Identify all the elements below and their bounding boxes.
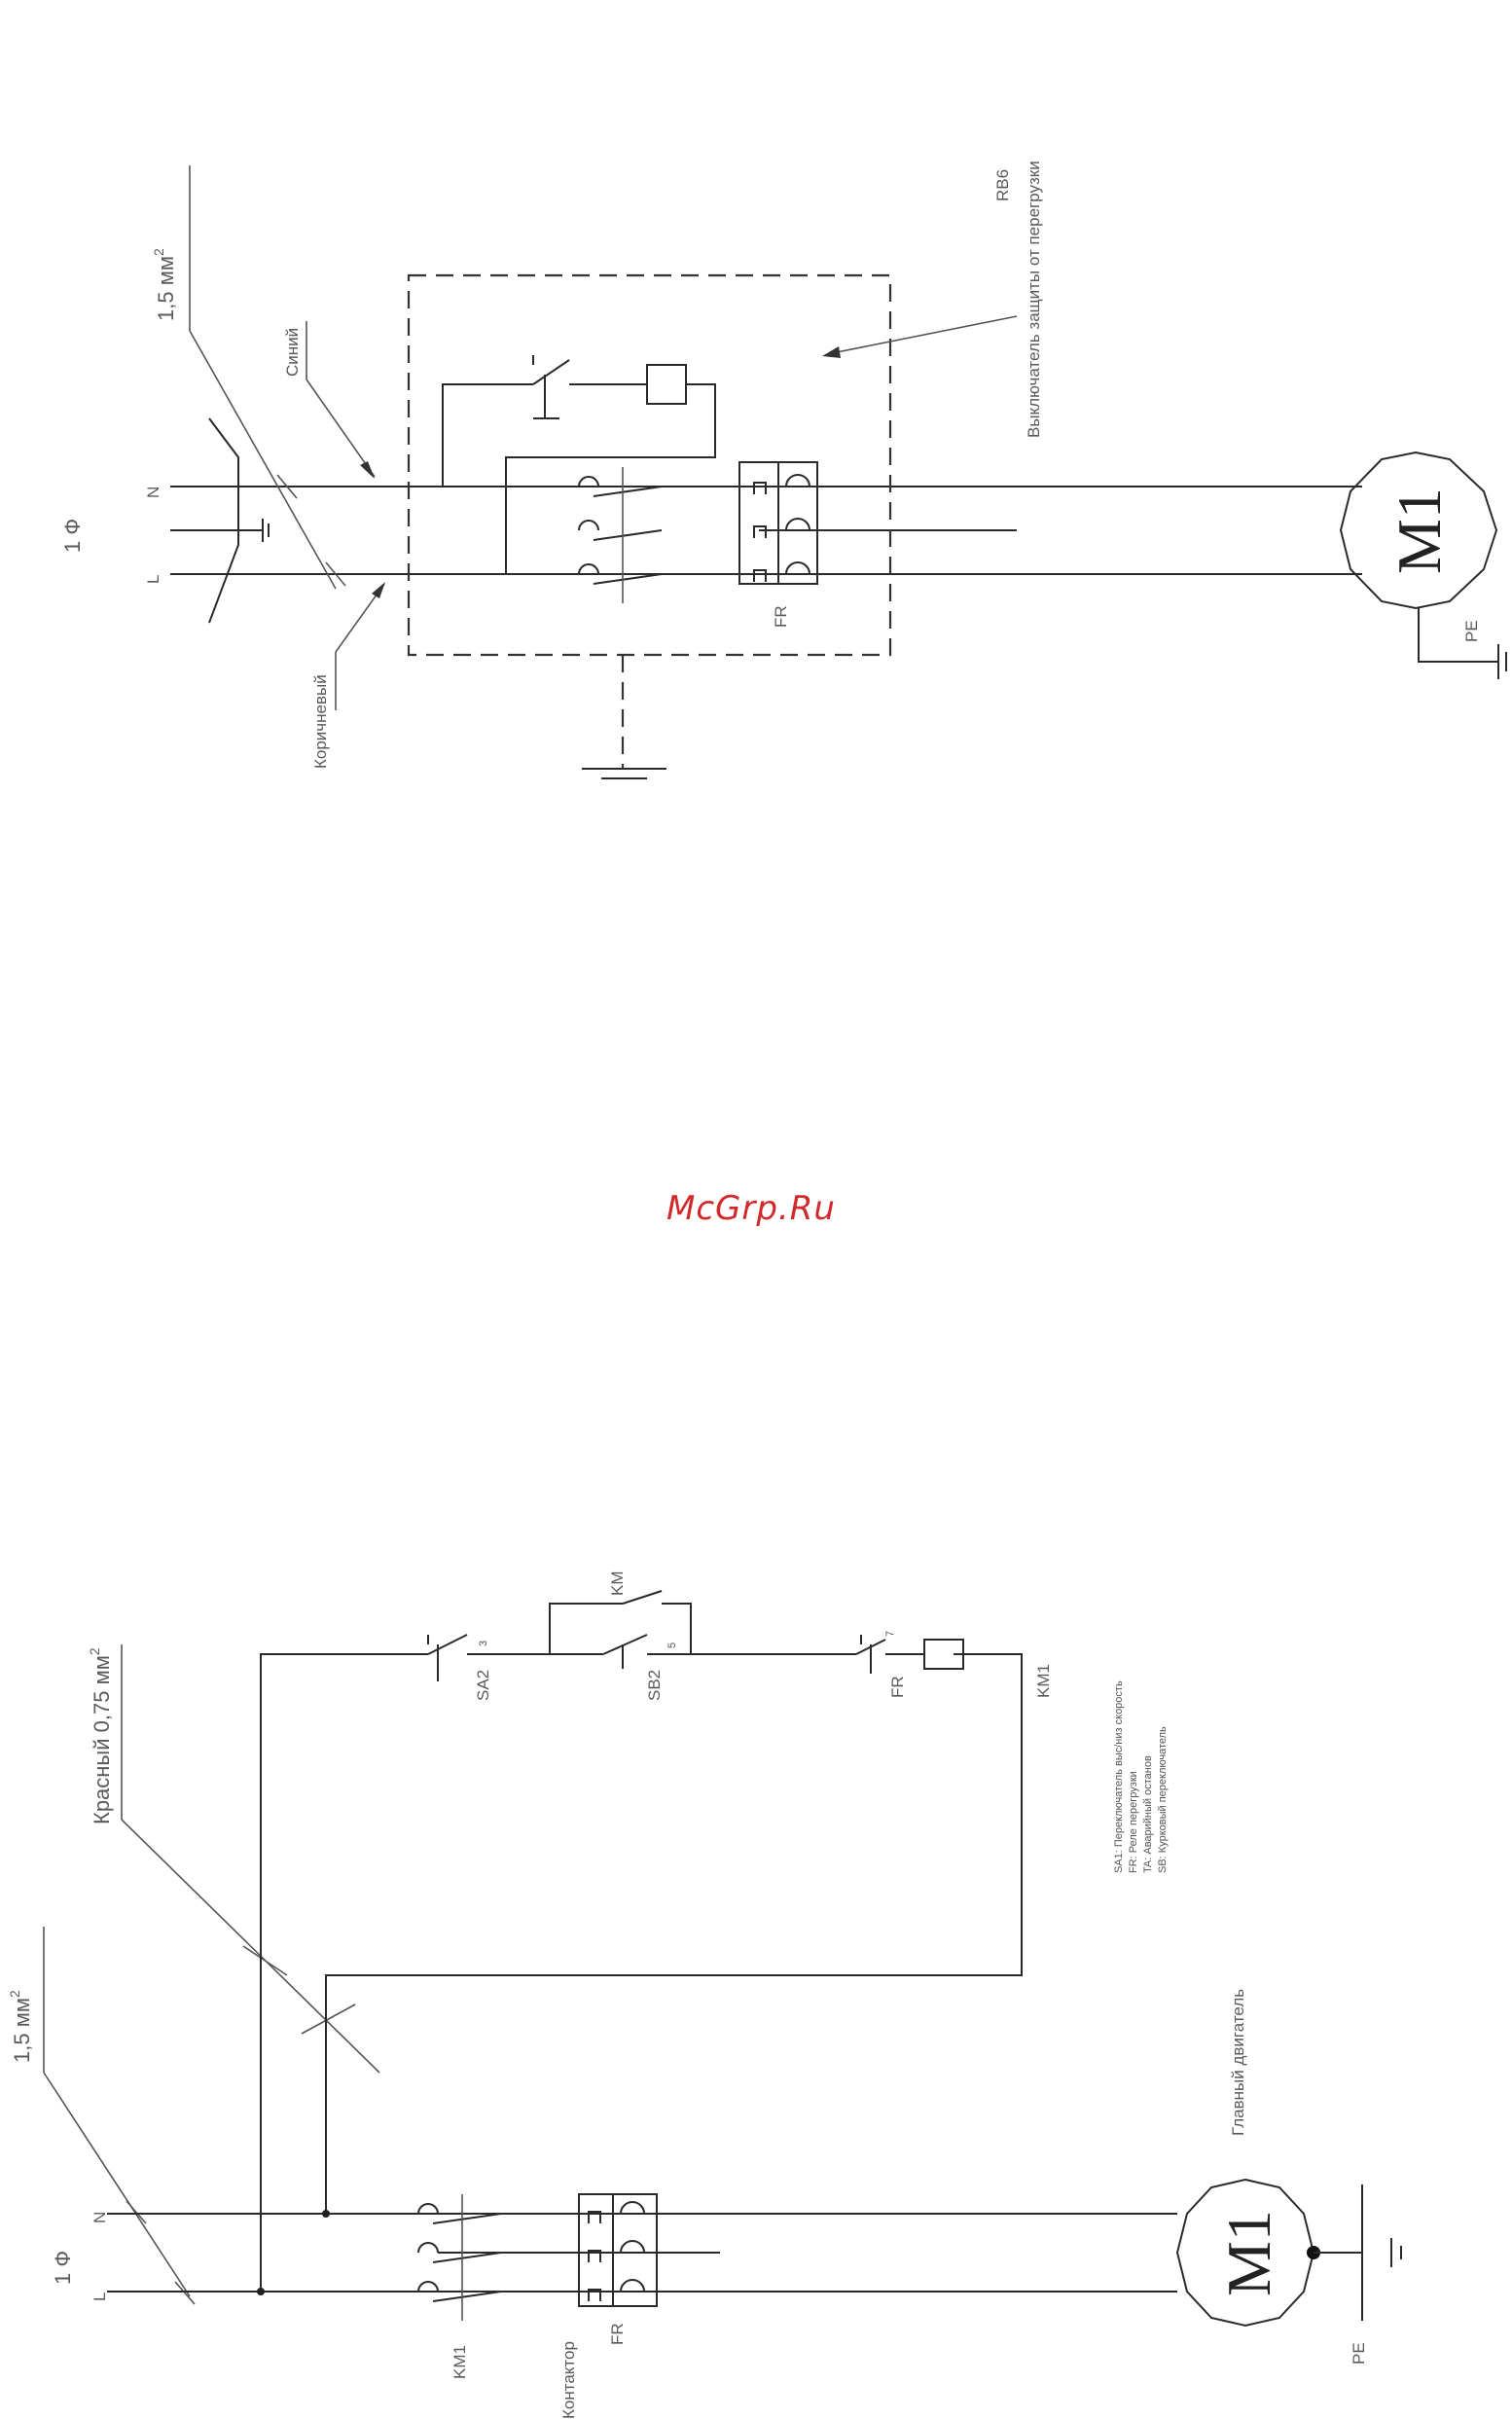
terminal-n-label: N: [90, 2212, 109, 2223]
fr-pin-label: 7: [884, 1631, 896, 1637]
sa2-pin-label: 3: [478, 1641, 489, 1646]
km-label: KM: [608, 1571, 627, 1597]
fr-label: FR: [888, 1676, 907, 1698]
diagram-contactor-control: M1 1 Ф N L 1,5 мм2 Красный 0,75 мм2 SA2 …: [7, 1571, 1401, 2419]
cable-section-label: 1,5 мм2: [7, 1990, 34, 2063]
km1-coil-label: KM1: [1034, 1664, 1053, 1698]
control-wire-label: Красный 0,75 мм2: [87, 1647, 114, 1824]
pe-label: PE: [1462, 620, 1481, 642]
legend-line: SB: Курковый переключатель: [1157, 1726, 1169, 1873]
thermal-relay-fr: [739, 462, 817, 584]
legend-line: TA: Аварийный останов: [1142, 1755, 1154, 1873]
terminal-l-label: L: [90, 2293, 109, 2301]
watermark: McGrp.Ru: [666, 1189, 836, 1228]
contactor-label: Контактор: [559, 2341, 578, 2419]
legend-line: FR: Реле перегрузки: [1128, 1771, 1139, 1873]
thermal-relay-fr: [579, 2194, 657, 2306]
terminal-n-label: N: [144, 487, 162, 498]
km1-label: KM1: [450, 2345, 469, 2379]
terminal-l-label: L: [144, 575, 162, 584]
phase-label: 1 Ф: [51, 2251, 75, 2285]
sb2-pin-label: 5: [666, 1643, 678, 1648]
sb2-label: SB2: [645, 1670, 664, 1701]
sa2-label: SA2: [474, 1670, 492, 1701]
legend-line: SA1: Переключатель выс/низ скорость: [1113, 1680, 1125, 1873]
breaker-description-label: Выключатель защиты от перегрузки: [1025, 161, 1043, 438]
cable-section-label: 1,5 мм2: [151, 248, 178, 321]
phase-label: 1 Ф: [60, 519, 85, 553]
wire-brown-label: Коричневый: [311, 674, 330, 769]
motor-caption: Главный двигатель: [1229, 1989, 1247, 2136]
motor-label: M1: [1214, 2210, 1283, 2296]
breaker-name-label: RB6: [993, 169, 1012, 201]
motor-label: M1: [1385, 487, 1454, 574]
diagram-overload-breaker: M1 1 Ф N L 1,5 мм2 Синий Коричневый RB6 …: [60, 161, 1512, 778]
wire-blue-label: Синий: [283, 328, 302, 377]
plug-icon: [170, 418, 269, 623]
pe-label: PE: [1350, 2342, 1368, 2365]
relay-label: FR: [772, 605, 790, 628]
fr-relay-label: FR: [608, 2323, 627, 2345]
